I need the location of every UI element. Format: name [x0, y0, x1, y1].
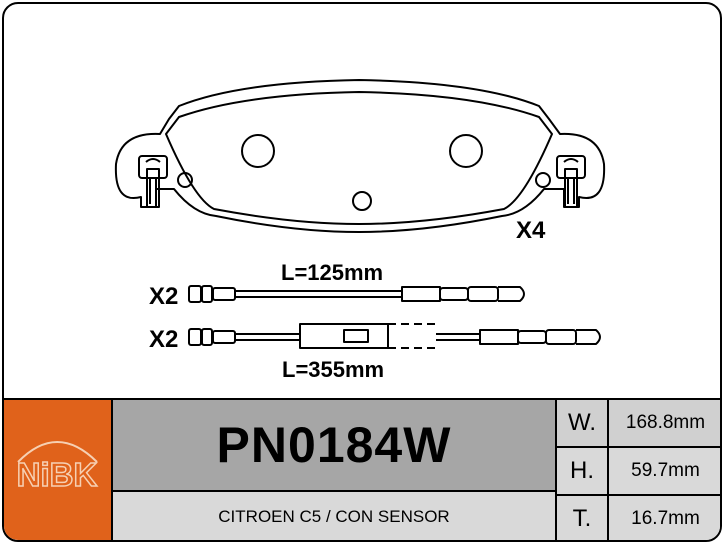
description-cell: CITROEN C5 / CON SENSOR	[113, 492, 555, 540]
sensor-short-length: L=125mm	[281, 260, 383, 285]
logo-text: NiBK	[17, 456, 98, 493]
technical-drawing: X4 X2 L=125mm X2 L=355mm	[114, 79, 606, 382]
sensor-short-quantity: X2	[149, 283, 178, 310]
pad-quantity-label: X4	[516, 217, 546, 244]
pad-hole-small-right	[535, 172, 551, 188]
brand-logo: NiBK	[4, 400, 113, 540]
left-clip	[138, 155, 168, 208]
dimension-row-thickness: T. 16.7mm	[557, 496, 720, 540]
sensor-long-length: L=355mm	[282, 357, 384, 382]
wear-sensor-long	[188, 323, 601, 349]
brake-pad-outline	[114, 79, 606, 233]
right-clip	[556, 155, 586, 208]
friction-material	[165, 91, 553, 225]
part-number: PN0184W	[216, 417, 452, 473]
part-number-cell: PN0184W	[113, 400, 555, 492]
spec-table: NiBK PN0184W CITROEN C5 / CON SENSOR W. …	[4, 398, 720, 540]
dimension-value: 16.7mm	[609, 496, 720, 540]
pad-hole-small-left	[177, 172, 193, 188]
vehicle-description: CITROEN C5 / CON SENSOR	[218, 507, 450, 526]
pad-hole-right	[449, 134, 483, 168]
dimension-value: 168.8mm	[609, 400, 720, 446]
wear-sensor-short	[188, 285, 525, 303]
dimension-label: H.	[557, 448, 609, 494]
dimension-label: T.	[557, 496, 609, 540]
pad-hole-left	[241, 134, 275, 168]
dimension-row-height: H. 59.7mm	[557, 448, 720, 496]
sensor-long-quantity: X2	[149, 326, 178, 353]
dimension-row-width: W. 168.8mm	[557, 400, 720, 448]
dimension-label: W.	[557, 400, 609, 446]
dimensions-column: W. 168.8mm H. 59.7mm T. 16.7mm	[555, 400, 720, 540]
logo-arc	[17, 441, 98, 463]
dimension-value: 59.7mm	[609, 448, 720, 494]
pad-hole-bottom	[352, 191, 372, 211]
